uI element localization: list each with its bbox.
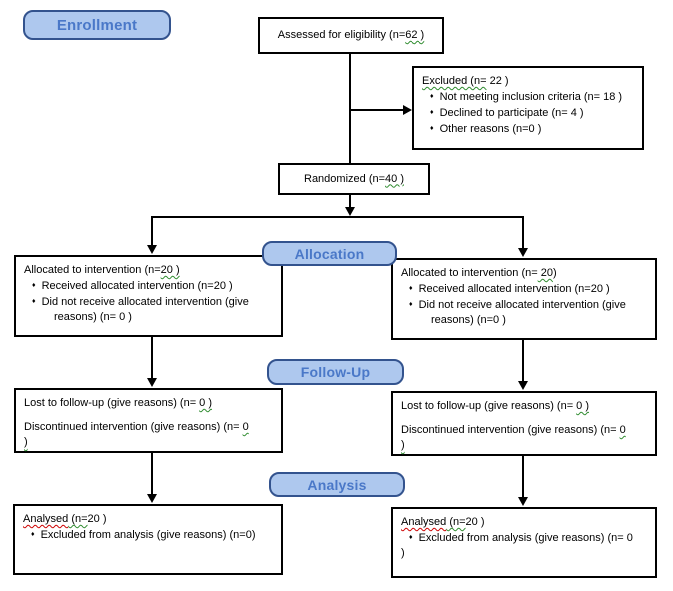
box-line: Discontinued intervention (give reasons)… [401, 424, 626, 436]
box-line: Analysed (n=20 ) [23, 513, 107, 525]
box-line [401, 414, 647, 423]
followup-label: Follow-Up [267, 359, 404, 385]
arrowhead-analysis-right [518, 497, 528, 506]
box-line: ♦Other reasons (n=0 ) [430, 123, 542, 135]
box-line: Excluded (n= 22 ) [422, 75, 509, 87]
bullet-icon: ♦ [430, 109, 434, 116]
box-line: ♦Excluded from analysis (give reasons) (… [31, 529, 256, 541]
box-line: Lost to follow-up (give reasons) (n= 0 ) [401, 400, 590, 412]
analysis-label: Analysis [269, 472, 405, 497]
box-line [24, 411, 273, 420]
excluded-box: Excluded (n= 22 ) ♦Not meeting inclusion … [412, 66, 644, 150]
allocation-right-box: Allocated to intervention (n= 20) ♦Receiv… [391, 258, 657, 340]
box-line: ) [401, 547, 405, 559]
arrowhead-follow-left [147, 378, 157, 387]
arrowhead-alloc-right [518, 248, 528, 257]
arrowhead-follow-right [518, 381, 528, 390]
box-line: ♦Did not receive allocated intervention … [409, 299, 626, 326]
arrowhead-excluded [403, 105, 412, 115]
bullet-icon: ♦ [430, 93, 434, 100]
bullet-icon: ♦ [32, 282, 36, 289]
bullet-icon: ♦ [32, 298, 36, 305]
box-line: Randomized (n=40 ) [304, 172, 404, 185]
box-line: ) [24, 436, 28, 448]
followup-right-box: Lost to follow-up (give reasons) (n= 0 )… [391, 391, 657, 456]
arrowhead-alloc-left [147, 245, 157, 254]
arrowhead-analysis-left [147, 494, 157, 503]
box-line: ♦Received allocated intervention (n=20 ) [32, 280, 233, 292]
allocation-label: Allocation [262, 241, 397, 266]
randomized-box: Randomized (n=40 ) [278, 163, 430, 195]
box-line: Analysed (n=20 ) [401, 516, 485, 528]
followup-left-box: Lost to follow-up (give reasons) (n= 0 )… [14, 388, 283, 453]
analysis-left-box: Analysed (n=20 ) ♦Excluded from analysis … [13, 504, 283, 575]
assessed-box: Assessed for eligibility (n=62 ) [258, 17, 444, 54]
bullet-icon: ♦ [409, 301, 413, 308]
analysis-right-box: Analysed (n=20 ) ♦Excluded from analysis … [391, 507, 657, 578]
bullet-icon: ♦ [31, 531, 35, 538]
box-line: ♦Declined to participate (n= 4 ) [430, 107, 584, 119]
allocation-left-box: Allocated to intervention (n=20 ) ♦Receiv… [14, 255, 283, 337]
box-line: Allocated to intervention (n= 20) [401, 267, 557, 279]
box-line: Allocated to intervention (n=20 ) [24, 264, 180, 276]
bullet-icon: ♦ [430, 125, 434, 132]
bullet-icon: ♦ [409, 285, 413, 292]
box-line: ) [401, 439, 405, 451]
enrollment-label: Enrollment [23, 10, 171, 40]
bullet-icon: ♦ [409, 534, 413, 541]
arrowhead-split [345, 207, 355, 216]
box-line: ♦Not meeting inclusion criteria (n= 18 ) [430, 91, 623, 103]
box-line: Lost to follow-up (give reasons) (n= 0 ) [24, 397, 213, 409]
box-line: ♦Received allocated intervention (n=20 ) [409, 283, 610, 295]
box-line: Discontinued intervention (give reasons)… [24, 421, 249, 433]
box-line: Assessed for eligibility (n=62 ) [277, 29, 425, 41]
box-line: ♦Excluded from analysis (give reasons) (… [409, 532, 633, 544]
box-line: ♦Did not receive allocated intervention … [32, 296, 249, 323]
